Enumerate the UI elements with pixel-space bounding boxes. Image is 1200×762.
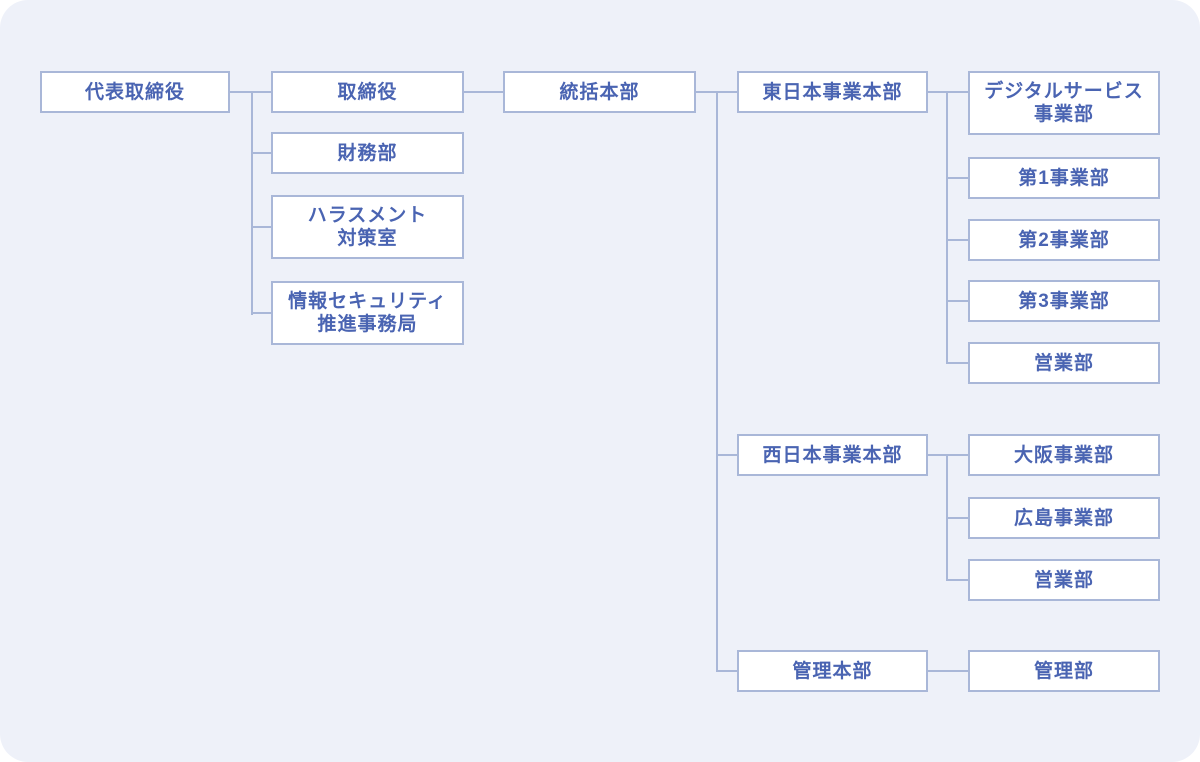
org-node-director: 取締役 — [271, 71, 464, 113]
org-node-sales-west: 営業部 — [968, 559, 1160, 601]
connector-line — [928, 670, 968, 672]
org-node-hiroshima-division: 広島事業部 — [968, 497, 1160, 539]
org-node-ceo: 代表取締役 — [40, 71, 230, 113]
org-node-admin-dept: 管理部 — [968, 650, 1160, 692]
connector-line — [716, 454, 737, 456]
connector-line — [251, 226, 271, 228]
connector-line — [928, 454, 968, 456]
connector-line — [928, 91, 968, 93]
org-node-infosec-office: 情報セキュリティ 推進事務局 — [271, 281, 464, 345]
connector-line — [946, 91, 948, 364]
org-node-general-hq: 統括本部 — [503, 71, 696, 113]
connector-line — [946, 579, 968, 581]
org-node-division-2: 第2事業部 — [968, 219, 1160, 261]
connector-line — [946, 177, 968, 179]
connector-line — [251, 91, 253, 315]
connector-line — [716, 91, 718, 672]
org-node-west-hq: 西日本事業本部 — [737, 434, 928, 476]
connector-line — [946, 362, 968, 364]
org-node-admin-hq: 管理本部 — [737, 650, 928, 692]
connector-line — [230, 91, 271, 93]
org-node-sales-east: 営業部 — [968, 342, 1160, 384]
org-node-harassment-office: ハラスメント 対策室 — [271, 195, 464, 259]
org-node-east-hq: 東日本事業本部 — [737, 71, 928, 113]
org-node-division-3: 第3事業部 — [968, 280, 1160, 322]
connector-line — [251, 152, 271, 154]
connector-line — [946, 239, 968, 241]
org-node-digital-division: デジタルサービス 事業部 — [968, 71, 1160, 135]
org-node-division-1: 第1事業部 — [968, 157, 1160, 199]
connector-line — [716, 670, 737, 672]
connector-line — [946, 517, 968, 519]
org-node-finance: 財務部 — [271, 132, 464, 174]
connector-line — [946, 300, 968, 302]
org-node-osaka-division: 大阪事業部 — [968, 434, 1160, 476]
connector-line — [251, 312, 271, 314]
connector-line — [464, 91, 503, 93]
